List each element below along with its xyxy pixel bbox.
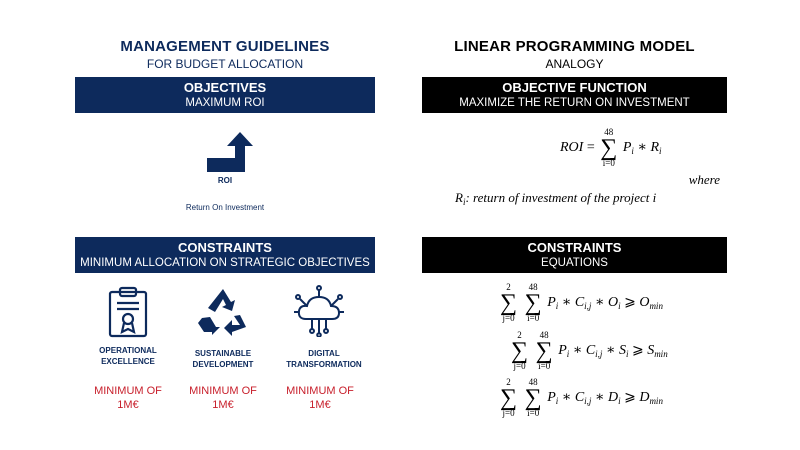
right-constraints-title: CONSTRAINTS — [527, 240, 622, 255]
r-definition-text: : return of investment of the project i — [465, 190, 657, 205]
objectives-band: OBJECTIVES MAXIMUM ROI — [75, 77, 375, 113]
cloud-network-icon — [294, 285, 344, 337]
sum-upper: 48 — [604, 127, 614, 137]
right-constraints-band: CONSTRAINTS EQUATIONS — [422, 237, 727, 273]
r-definition-var: R — [455, 190, 463, 205]
category-operational-label: OPERATIONAL EXCELLENCE — [99, 346, 157, 366]
sum-lower: i=0 — [602, 158, 615, 168]
roi-label: ROI — [217, 176, 233, 185]
certificate-clipboard-icon — [108, 286, 148, 338]
left-constraints-band: CONSTRAINTS MINIMUM ALLOCATION ON STRATE… — [75, 237, 375, 273]
formula-p-sub: i — [631, 146, 634, 157]
roi-formula: ROI = 48 ∑ i=0 Pi ∗ Ri — [560, 127, 662, 168]
roi-formula-lhs: ROI — [560, 140, 584, 156]
category-sustainable-label: SUSTAINABLE DEVELOPMENT — [192, 349, 254, 369]
category-digital-label: DIGITAL TRANSFORMATION — [286, 349, 362, 369]
objectives-title: OBJECTIVES — [183, 80, 267, 95]
min-digital: MINIMUM OF 1M€ — [286, 385, 354, 411]
left-subtitle: FOR BUDGET ALLOCATION — [146, 57, 304, 71]
formula-r-sub: i — [659, 146, 662, 157]
right-subtitle: ANALOGY — [545, 57, 604, 71]
r-definition: Ri: return of investment of the project … — [455, 190, 735, 207]
roi-arrow-icon — [207, 132, 253, 172]
objectives-subtitle: MAXIMUM ROI — [185, 97, 265, 109]
r-definition-sub: i — [462, 197, 466, 207]
right-title: LINEAR PROGRAMMING MODEL — [454, 38, 695, 55]
min-operational: MINIMUM OF 1M€ — [94, 385, 162, 411]
sum-symbol: 48 ∑ i=0 — [600, 127, 618, 168]
min-sustainable: MINIMUM OF 1M€ — [189, 385, 257, 411]
left-constraints-subtitle: MINIMUM ALLOCATION ON STRATEGIC OBJECTIV… — [80, 257, 370, 269]
equation-sustainable: 2∑j=0 48∑i=0 Pi ∗ Ci,j ∗ Si ⩾ Smin — [511, 330, 668, 371]
left-constraints-title: CONSTRAINTS — [178, 240, 272, 255]
left-title: MANAGEMENT GUIDELINES — [120, 38, 330, 55]
recycle-icon — [198, 289, 246, 336]
objective-function-title: OBJECTIVE FUNCTION — [502, 80, 647, 95]
formula-r: R — [650, 140, 659, 156]
equation-operational: 2∑j=0 48∑i=0 Pi ∗ Ci,j ∗ Oi ⩾ Omin — [500, 282, 663, 323]
objective-function-band: OBJECTIVE FUNCTION MAXIMIZE THE RETURN O… — [422, 77, 727, 113]
where-label: where — [688, 172, 720, 187]
roi-caption: Return On Investment — [185, 203, 265, 212]
equation-digital: 2∑j=0 48∑i=0 Pi ∗ Ci,j ∗ Di ⩾ Dmin — [500, 377, 663, 418]
right-constraints-subtitle: EQUATIONS — [541, 257, 608, 269]
objective-function-subtitle: MAXIMIZE THE RETURN ON INVESTMENT — [459, 97, 690, 109]
formula-p: P — [622, 140, 632, 156]
